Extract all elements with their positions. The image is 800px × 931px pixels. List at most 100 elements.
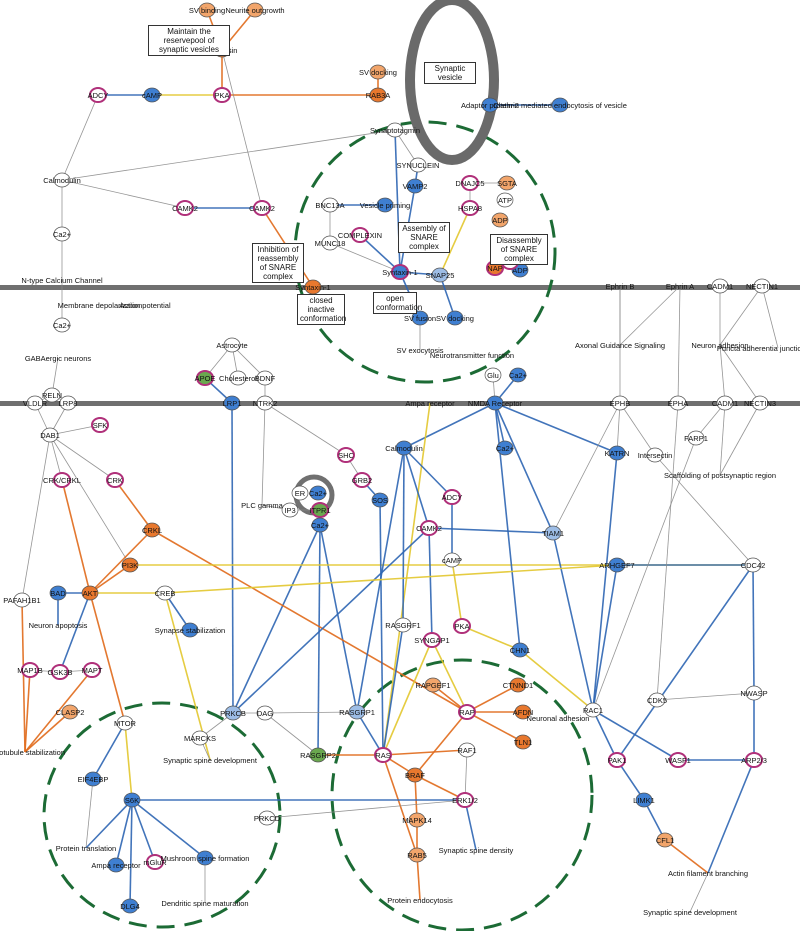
- node-gsk3b[interactable]: GSK3B: [47, 664, 73, 680]
- node-crkl[interactable]: CRKL: [142, 522, 162, 538]
- node-synaptic_spine_density[interactable]: Synaptic spine density: [439, 846, 514, 855]
- node-astrocyte[interactable]: Astrocyte: [216, 337, 248, 353]
- node-nectin3[interactable]: NECTIN3: [744, 395, 776, 411]
- node-rapgef1[interactable]: RAPGEF1: [415, 677, 451, 693]
- node-arhgef7[interactable]: ARHGEF7: [599, 557, 635, 573]
- node-nwasp[interactable]: NWASP: [740, 685, 768, 701]
- node-clasp2[interactable]: CLASP2: [56, 704, 85, 720]
- node-pin_s6k[interactable]: S6K: [123, 792, 141, 808]
- node-sv_docking_top[interactable]: SV docking: [359, 64, 397, 80]
- node-rab3a[interactable]: RAB3A: [366, 87, 391, 103]
- node-pak1[interactable]: PAK1: [608, 752, 627, 768]
- node-sgta[interactable]: SGTA: [497, 175, 517, 191]
- node-eif4ebp[interactable]: EIF4EBP: [78, 771, 109, 787]
- node-sv_binding[interactable]: SV binding: [189, 2, 225, 18]
- node-syntaxin1[interactable]: Syntaxin-1: [382, 264, 418, 280]
- node-dendritic[interactable]: Dendritic spine maturation: [161, 899, 248, 908]
- node-sv_exocytosis[interactable]: SV exocytosis: [396, 346, 443, 355]
- node-rasgrf1[interactable]: RASGRF1: [385, 617, 421, 633]
- node-microtubule[interactable]: Microtubule stabilization: [0, 748, 65, 757]
- node-er[interactable]: ER: [291, 485, 309, 501]
- node-itpr1[interactable]: ITPR1: [309, 502, 331, 518]
- node-synaptotagmin[interactable]: Synaptotagmin: [370, 122, 420, 138]
- node-ntype[interactable]: N-type Calcium Channel: [21, 276, 103, 285]
- node-neuron_apoptosis[interactable]: Neuron apoptosis: [29, 621, 88, 630]
- node-lrp8[interactable]: LRP8: [59, 395, 78, 411]
- node-ephb[interactable]: EPHB: [610, 395, 630, 411]
- node-katrn[interactable]: KATRN: [605, 445, 630, 461]
- node-munc18[interactable]: MUNC18: [315, 235, 346, 251]
- node-syntaxin1_closed[interactable]: Syntaxin-1: [295, 279, 331, 295]
- node-nectin1_top[interactable]: NECTIN1: [746, 278, 778, 294]
- node-ca2_low[interactable]: Ca2+: [53, 317, 72, 333]
- node-puncta[interactable]: Puncta adherentia junction formation: [717, 344, 800, 353]
- node-dlg4[interactable]: DLG4: [120, 898, 140, 914]
- node-er_ca2[interactable]: Ca2+: [309, 485, 328, 501]
- node-ephrin_b[interactable]: Ephrin B: [606, 282, 635, 291]
- node-ca2_top[interactable]: Ca2+: [53, 226, 72, 242]
- node-chn1[interactable]: CHN1: [510, 642, 530, 658]
- node-rac1[interactable]: RAC1: [583, 702, 603, 718]
- node-camp_top[interactable]: cAMP: [142, 87, 162, 103]
- node-sfk[interactable]: SFK: [91, 417, 109, 433]
- node-akt[interactable]: AKT: [81, 585, 99, 601]
- node-bnc13a[interactable]: BNC13A: [315, 197, 345, 213]
- node-grb2[interactable]: GRB2: [352, 472, 372, 488]
- node-ampa_top[interactable]: Ampa receptor: [405, 399, 455, 408]
- node-vldlr[interactable]: VLDLR: [23, 395, 48, 411]
- node-mapt[interactable]: MAPT: [82, 662, 103, 678]
- node-ca2_mid_r[interactable]: Ca2+: [496, 440, 515, 456]
- node-vesicle_priming[interactable]: Vesicle priming: [360, 197, 410, 213]
- node-reln[interactable]: RELN: [42, 387, 62, 403]
- node-calmodulin_top[interactable]: Calmodulin: [43, 172, 81, 188]
- node-camk2_mid[interactable]: CAMK2: [416, 520, 442, 536]
- node-rap[interactable]: RAP: [458, 704, 476, 720]
- node-intersectin[interactable]: Intersectin: [638, 447, 673, 463]
- node-action_potential[interactable]: Action potential: [119, 301, 171, 310]
- node-synaptic_spine_dev_l[interactable]: Synaptic spine development: [163, 756, 258, 765]
- node-adp1[interactable]: ADP: [491, 212, 509, 228]
- node-cdc42[interactable]: CDC42: [741, 557, 766, 573]
- node-crk[interactable]: CRK: [106, 472, 124, 488]
- node-mushroom[interactable]: Mushroom spine formation: [161, 850, 250, 866]
- node-syngap1[interactable]: SYNGAP1: [414, 632, 450, 648]
- node-synaptic_spine_dev_r[interactable]: Synaptic spine development: [643, 908, 738, 917]
- node-synapse_stab[interactable]: Synapse stabilization: [155, 622, 225, 638]
- node-epha[interactable]: EPHA: [668, 395, 688, 411]
- node-ip3[interactable]: IP3: [281, 502, 299, 518]
- node-bdnf[interactable]: BDNF: [255, 370, 276, 386]
- node-neurotransmitter[interactable]: Neurotransmitter function: [430, 351, 514, 360]
- node-scaffolding[interactable]: Scaffolding of postsynaptic region: [664, 471, 776, 480]
- node-vamp2[interactable]: VAMP2: [403, 178, 428, 194]
- node-apoe[interactable]: APOE: [195, 370, 216, 386]
- node-prkcd[interactable]: PRKCD: [254, 810, 281, 826]
- node-ca2_nmda[interactable]: Ca2+: [509, 367, 528, 383]
- node-limk1[interactable]: LIMK1: [633, 792, 655, 808]
- node-ca2_mid[interactable]: Ca2+: [311, 517, 330, 533]
- node-camp_mid[interactable]: cAMP: [442, 552, 462, 568]
- node-ntrk2[interactable]: NTRK2: [253, 395, 278, 411]
- node-clathrin[interactable]: Clathrin mediated endocytosis of vesicle: [493, 97, 627, 113]
- node-camk2_l[interactable]: CAMK2: [172, 200, 198, 216]
- node-rasgrp2[interactable]: RASGRP2: [300, 747, 336, 763]
- node-cadm1_top[interactable]: CADM1: [707, 278, 733, 294]
- node-gabaergic[interactable]: GABAergic neurons: [25, 354, 92, 363]
- node-dag[interactable]: DAG: [256, 705, 274, 721]
- node-prkcb[interactable]: PRKCB: [220, 705, 246, 721]
- node-protein_endocytosis[interactable]: Protein endocytosis: [387, 896, 453, 905]
- node-raf1[interactable]: RAF1: [457, 742, 477, 758]
- node-atp1[interactable]: ATP: [496, 192, 514, 208]
- node-calmodulin_mid[interactable]: Calmodulin: [385, 440, 423, 456]
- node-shc[interactable]: SHC: [337, 447, 355, 463]
- node-cdk5[interactable]: CDK5: [647, 692, 667, 708]
- node-tln1[interactable]: TLN1: [514, 734, 532, 750]
- node-bad[interactable]: BAD: [49, 585, 67, 601]
- node-ampa_low[interactable]: Ampa receptor: [91, 857, 141, 873]
- node-actin[interactable]: Actin filament branching: [668, 869, 748, 878]
- node-synuclein[interactable]: SYNUCLEIN: [397, 157, 440, 173]
- node-nmda[interactable]: NMDA Receptor: [468, 395, 523, 411]
- node-ephrin_a[interactable]: Ephrin A: [666, 282, 694, 291]
- node-dnajc5[interactable]: DNAJC5: [455, 175, 485, 191]
- node-neuron_adhesion[interactable]: Neuron adhesion: [691, 341, 748, 350]
- node-ctnnd1[interactable]: CTNND1: [503, 677, 533, 693]
